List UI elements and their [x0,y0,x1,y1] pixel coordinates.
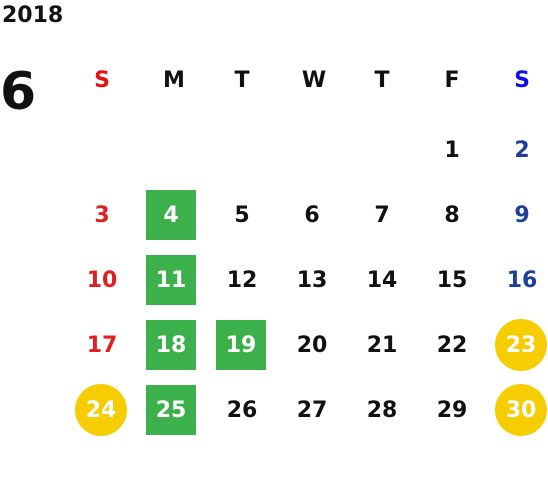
day-cell[interactable]: 29 [436,397,468,423]
day-cell[interactable]: 13 [296,267,328,293]
weekday-saturday: S [514,67,530,93]
day-cell[interactable]: 21 [366,332,398,358]
day-cell[interactable]: 24 [75,384,127,436]
day-cell[interactable]: 28 [366,397,398,423]
day-cell[interactable]: 9 [514,202,530,228]
day-cell[interactable]: 4 [146,190,196,240]
day-cell[interactable]: 20 [296,332,328,358]
day-cell[interactable]: 19 [216,320,266,370]
day-cell[interactable]: 2 [514,137,530,163]
day-cell[interactable]: 7 [374,202,390,228]
day-cell[interactable]: 27 [296,397,328,423]
day-cell[interactable]: 18 [146,320,196,370]
day-cell[interactable]: 17 [86,332,118,358]
weekday-friday: F [444,67,460,93]
day-cell[interactable]: 12 [226,267,258,293]
day-cell[interactable]: 23 [495,319,547,371]
day-cell[interactable]: 8 [444,202,460,228]
day-cell[interactable]: 22 [436,332,468,358]
weekday-wednesday: W [301,67,327,93]
day-cell[interactable]: 30 [495,384,547,436]
weekday-tuesday: T [234,67,250,93]
day-cell[interactable]: 10 [86,267,118,293]
day-cell[interactable]: 25 [146,385,196,435]
day-cell[interactable]: 16 [506,267,538,293]
weekday-monday: M [163,67,185,93]
day-cell[interactable]: 11 [146,255,196,305]
day-cell[interactable]: 26 [226,397,258,423]
day-cell[interactable]: 5 [234,202,250,228]
weekday-sunday: S [94,67,110,93]
calendar-year: 2018 [2,3,64,28]
day-cell[interactable]: 6 [304,202,320,228]
calendar-month: 6 [0,62,37,122]
day-cell[interactable]: 1 [444,137,460,163]
weekday-thursday: T [374,67,390,93]
day-cell[interactable]: 15 [436,267,468,293]
day-cell[interactable]: 3 [94,202,110,228]
day-cell[interactable]: 14 [366,267,398,293]
